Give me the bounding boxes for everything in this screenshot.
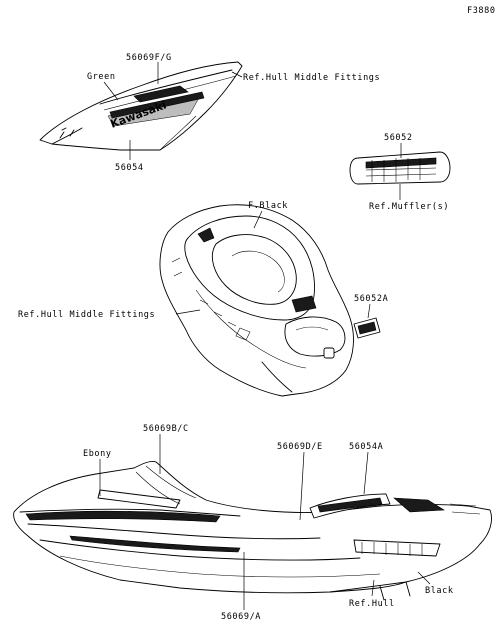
label-deck-hull-ref: Ref.Hull Middle Fittings (18, 310, 155, 320)
label-hull-decal-logo: 56054A (349, 442, 383, 452)
deck-drawing (159, 204, 354, 397)
small-decal-drawing (353, 317, 381, 339)
leader-seat-hull-ref (231, 71, 243, 78)
label-hull-decal-lower: 56069/A (221, 612, 261, 622)
hull-drawing (13, 461, 492, 601)
label-seat-color: Green (87, 72, 116, 82)
label-hull-color-ebony: Ebony (83, 449, 112, 459)
diagram-id: F3880 (467, 6, 496, 16)
leader-deck-color (253, 210, 263, 229)
leader-hull-ref (371, 579, 375, 597)
seat-cover-drawing: Kawasaki (39, 61, 243, 151)
label-hull-ref: Ref.Hull (349, 599, 395, 609)
label-hull-decal-mid: 56069D/E (277, 442, 323, 452)
label-muffler-ref: Ref.Muffler(s) (369, 202, 449, 212)
label-muffler-decal: 56052 (384, 133, 413, 143)
leader-deck-small-decal (367, 303, 371, 319)
leader-hull-decal-logo (363, 451, 369, 495)
label-seat-hull-ref: Ref.Hull Middle Fittings (243, 73, 380, 83)
label-deck-small-decal: 56052A (354, 294, 388, 304)
leader-deck-hull-ref (175, 309, 201, 315)
label-seat-logo-decal: 56054 (115, 163, 144, 173)
leader-hull-color-black (417, 571, 431, 585)
muffler-decal-drawing (349, 151, 451, 185)
label-hull-color-black: Black (425, 586, 454, 596)
label-deck-color: F.Black (248, 201, 288, 211)
leader-hull-decal-mid (299, 451, 305, 521)
label-hull-decal-front: 56069B/C (143, 424, 189, 434)
label-seat-decal: 56069F/G (126, 53, 172, 63)
leader-seat-color (103, 81, 119, 101)
